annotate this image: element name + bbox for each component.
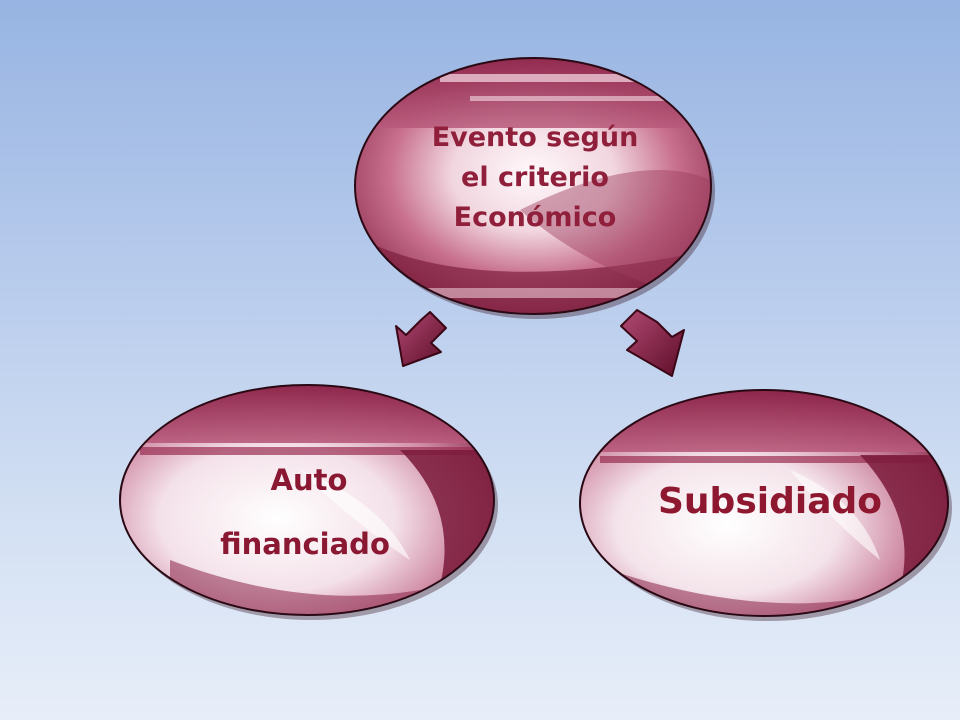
- arrow-to-left: [395, 311, 447, 367]
- node-right: [579, 389, 952, 621]
- arrow-to-right: [620, 309, 685, 377]
- node-top: [354, 57, 715, 319]
- node-left: [119, 384, 498, 620]
